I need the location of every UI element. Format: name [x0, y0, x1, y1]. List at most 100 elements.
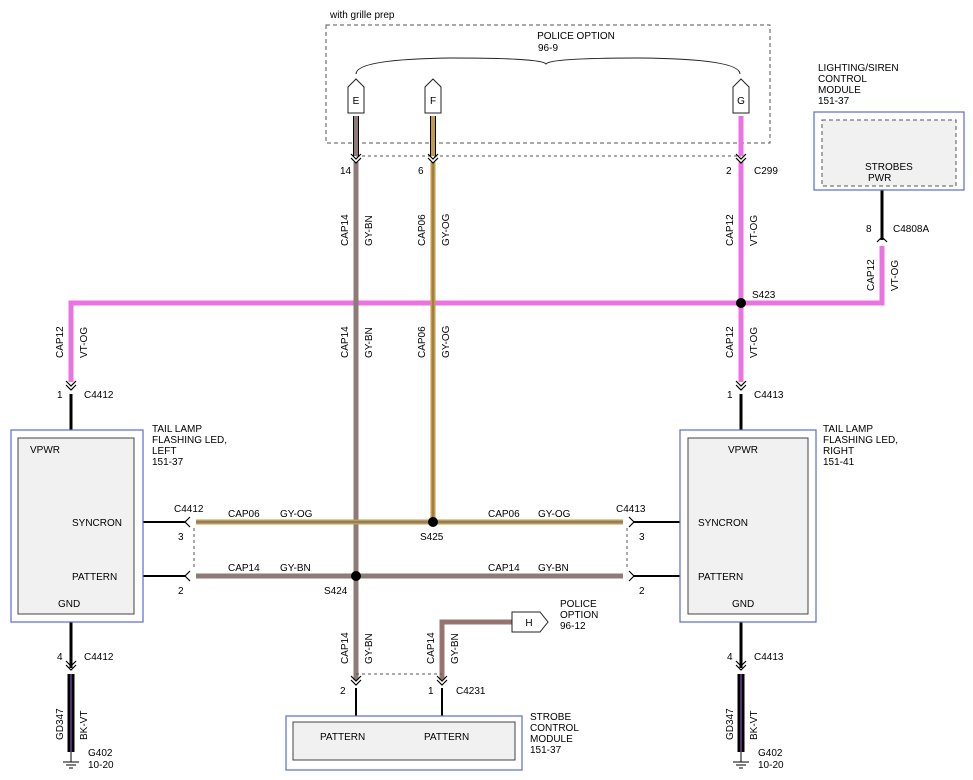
label-vtog-right: VT-OG [749, 327, 760, 358]
strobe-pattern-2-label: PATTERN [424, 732, 469, 743]
label-vtog-left: VT-OG [79, 327, 90, 358]
splice-s425-label: S425 [420, 532, 444, 543]
pin-6-label: 6 [418, 166, 424, 177]
label-cap06-left: CAP06 [228, 509, 260, 520]
label-gd347-left: GD347 [55, 708, 66, 740]
ground-right-name: G402 [758, 748, 783, 759]
label-cap14-mid: CAP14 [340, 326, 351, 358]
label-cap14-bottom: CAP14 [340, 632, 351, 664]
left-lamp-title-3: LEFT [152, 446, 176, 457]
strobe-module-title-1: STROBE [530, 712, 571, 723]
pin-4-left-label: 4 [57, 652, 63, 663]
pin-3-right-label: 3 [639, 532, 645, 543]
c4231-label: C4231 [456, 686, 486, 697]
connector-labels: 8 C4808A 1 C4412 1 C4413 C4412 3 2 C4413… [57, 224, 929, 771]
label-gybn-bottom: GY-BN [364, 633, 375, 664]
right-lamp-code: 151-41 [823, 457, 855, 468]
label-gyog-top: GY-OG [441, 213, 452, 246]
pin-4-right-label: 4 [727, 652, 733, 663]
pin-2-top-label: 2 [726, 166, 732, 177]
label-cap14-option: CAP14 [426, 632, 437, 664]
label-gyog-mid: GY-OG [441, 325, 452, 358]
police-option-h-title-2: OPTION [560, 610, 598, 621]
lighting-module-title-3: MODULE [818, 85, 861, 96]
c4412-bottom-label: C4412 [84, 652, 114, 663]
label-cap14-top: CAP14 [340, 214, 351, 246]
label-cap12-strobes: CAP12 [866, 259, 877, 291]
right-syncron-label: SYNCRON [698, 518, 748, 529]
label-cap14-left: CAP14 [228, 563, 260, 574]
lighting-module-inner [821, 119, 957, 187]
police-option-h-title-1: POLICE [560, 599, 597, 610]
label-gybn-mid: GY-BN [364, 327, 375, 358]
strobe-module-code: 151-37 [530, 745, 562, 756]
label-cap12-left: CAP12 [55, 326, 66, 358]
strobe-module-title-3: MODULE [530, 734, 573, 745]
pin-14-label: 14 [340, 166, 352, 177]
label-gd347-right: GD347 [725, 708, 736, 740]
label-gybn-top: GY-BN [364, 215, 375, 246]
c299-label: C299 [754, 166, 778, 177]
ground-wire-right [733, 622, 749, 769]
label-cap06-mid: CAP06 [417, 326, 428, 358]
option-brace [355, 57, 741, 75]
pin-3-left-label: 3 [178, 532, 184, 543]
left-lamp-code: 151-37 [152, 457, 184, 468]
strobes-label: STROBES [865, 162, 913, 173]
wire-vt-og [68, 116, 885, 382]
label-gybn-option: GY-BN [450, 633, 461, 664]
c4412-mid-label: C4412 [174, 504, 204, 515]
c4412-top-label: C4412 [84, 390, 114, 401]
pin-e-label: E [353, 96, 360, 107]
police-option-code: 96-9 [538, 43, 558, 54]
pin-g-label: G [737, 96, 745, 107]
splice-s424-label: S424 [324, 586, 348, 597]
right-vpwr-label: VPWR [728, 445, 758, 456]
right-pattern-label: PATTERN [698, 572, 743, 583]
left-lamp-title-1: TAIL LAMP [152, 424, 202, 435]
c4413-bottom-label: C4413 [754, 652, 784, 663]
horizontal-wire-labels: CAP06 GY-OG CAP06 GY-OG CAP14 GY-BN CAP1… [228, 509, 571, 574]
pin-h-shape [511, 611, 549, 633]
left-lamp-title-2: FLASHING LED, [152, 435, 227, 446]
label-cap12-top: CAP12 [725, 214, 736, 246]
label-gyog-left: GY-OG [280, 509, 313, 520]
pin-2-left-label: 2 [178, 586, 184, 597]
ground-wire-left [63, 622, 79, 769]
left-lamp-inner [17, 437, 135, 615]
pin-2-strobe-label: 2 [340, 686, 346, 697]
label-gybn-right: GY-BN [538, 563, 569, 574]
pin-2-right-label: 2 [639, 586, 645, 597]
police-option-h-code: 96-12 [560, 621, 586, 632]
label-cap06-right: CAP06 [488, 509, 520, 520]
c4413-top-label: C4413 [754, 390, 784, 401]
pin-g-shape [732, 78, 750, 114]
label-gyog-right: GY-OG [538, 509, 571, 520]
wire-option-h-core [441, 621, 512, 680]
strobe-pattern-1-label: PATTERN [320, 732, 365, 743]
grille-dashed-enclosure [325, 24, 771, 144]
label-vtog-strobes: VT-OG [890, 260, 901, 291]
ground-right-ref: 10-20 [758, 760, 784, 771]
pin-f-shape [424, 78, 442, 114]
label-bkvt-right: BK-VT [749, 711, 760, 740]
left-pattern-label: PATTERN [72, 572, 117, 583]
pin-f-label: F [430, 96, 436, 107]
right-lamp-title-2: FLASHING LED, [823, 435, 898, 446]
vertical-wire-labels: CAP14 GY-BN CAP06 GY-OG CAP12 VT-OG CAP1… [55, 213, 901, 740]
splice-s423-label: S423 [752, 290, 776, 301]
right-lamp-inner [687, 437, 809, 615]
splice-s425 [428, 517, 438, 527]
pin-1-left-label: 1 [57, 390, 63, 401]
right-lamp-title-3: RIGHT [823, 446, 854, 457]
connector-chevrons [65, 153, 888, 686]
right-gnd-label: GND [732, 599, 754, 610]
splice-s423 [736, 298, 746, 308]
lighting-module-title-2: CONTROL [818, 74, 867, 85]
pwr-label: PWR [868, 173, 891, 184]
left-gnd-label: GND [58, 599, 80, 610]
label-cap12-right: CAP12 [725, 326, 736, 358]
label-vtog-top: VT-OG [749, 215, 760, 246]
